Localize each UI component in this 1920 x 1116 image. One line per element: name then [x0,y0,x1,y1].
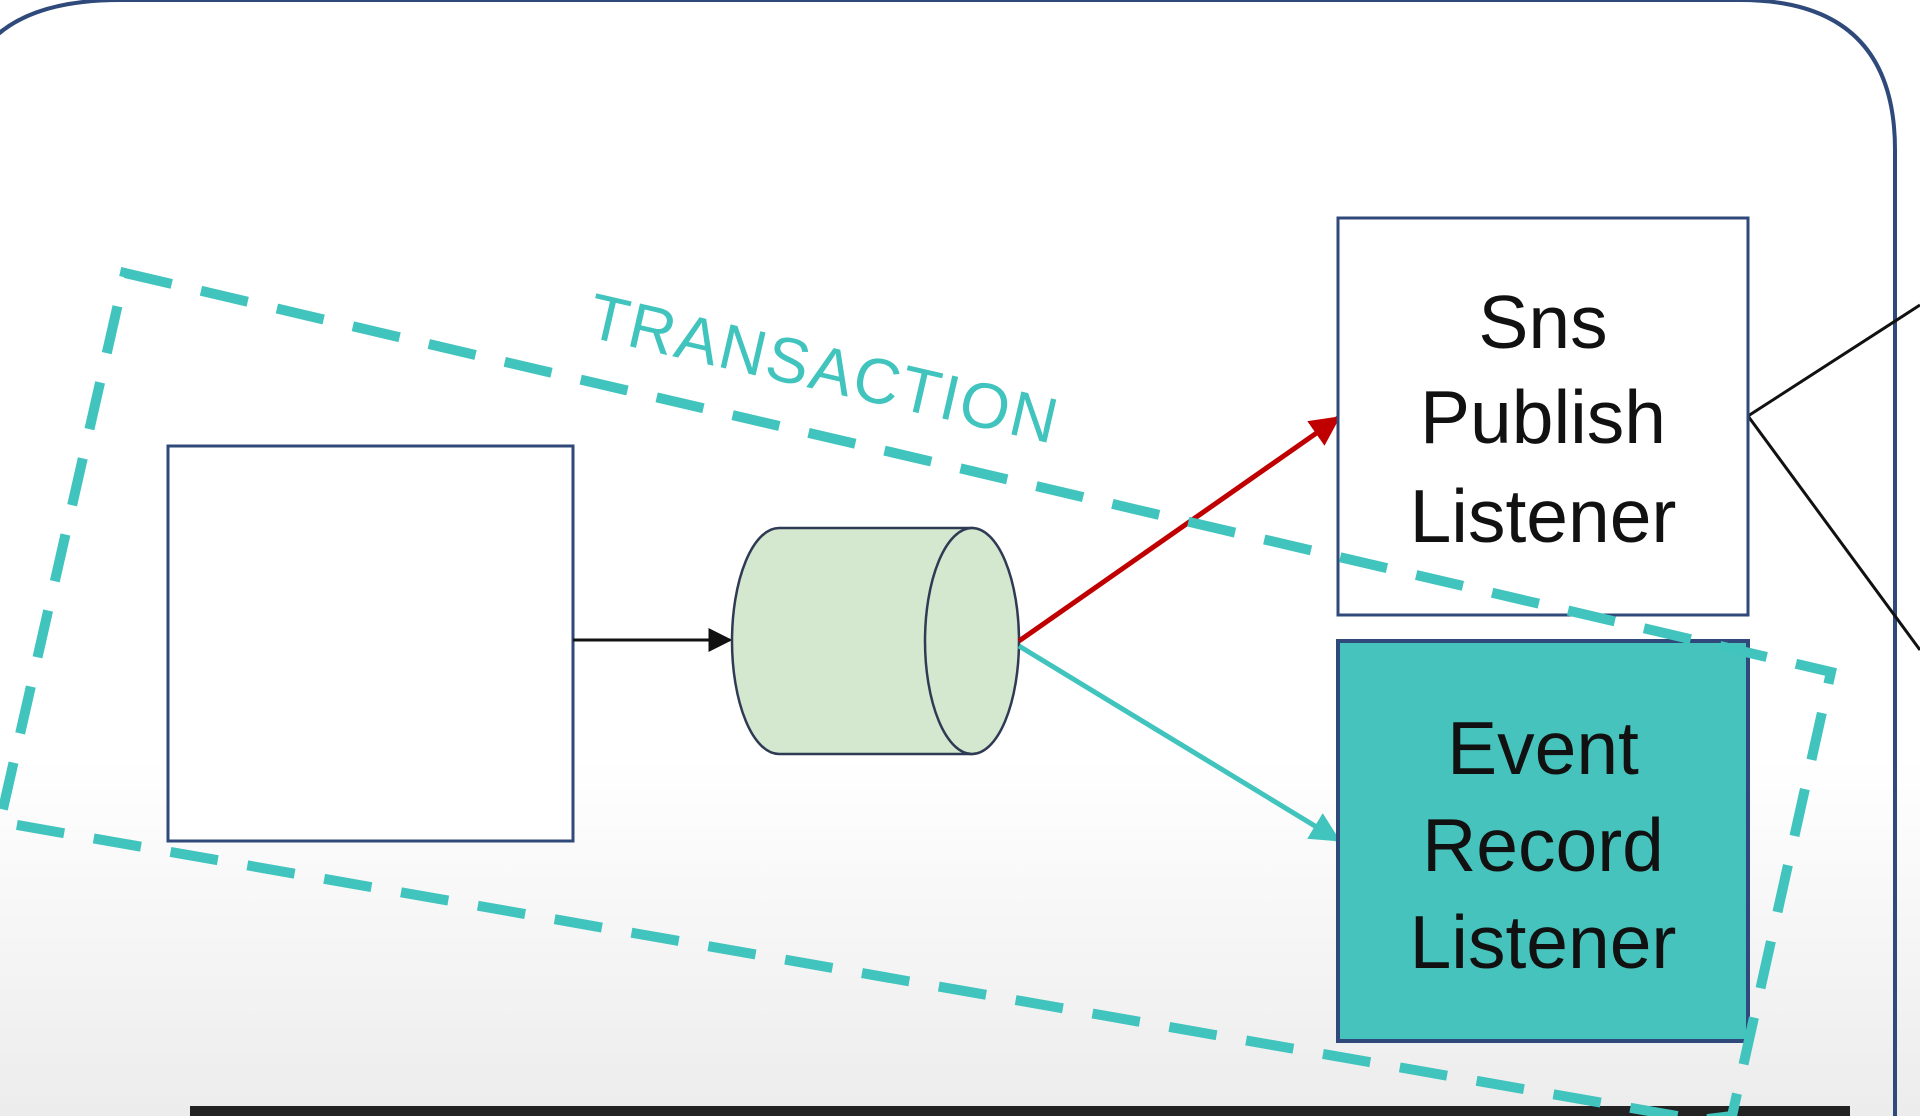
sns-line-3: Listener [1410,474,1677,558]
event-line-3: Listener [1410,900,1677,984]
sns-publish-listener-box: Sns Publish Listener [1336,216,1750,617]
sns-line-1: Sns [1478,280,1607,364]
transaction-label: TRANSACTION [582,279,1067,457]
sns-out-line-down [1746,415,1920,651]
bottom-bar [190,1106,1850,1116]
event-record-listener-box: Event Record Listener [1336,639,1750,1043]
queue-to-sns-arrow [1017,415,1341,644]
sns-line-2: Publish [1420,375,1666,459]
sns-out-line-up [1747,303,1920,418]
transaction-boundary [0,266,1837,1116]
event-line-1: Event [1447,706,1639,790]
queue-cylinder [730,526,1021,756]
event-line-2: Record [1422,803,1664,887]
source-component-box [166,444,575,843]
queue-to-event-arrow [1017,643,1341,843]
